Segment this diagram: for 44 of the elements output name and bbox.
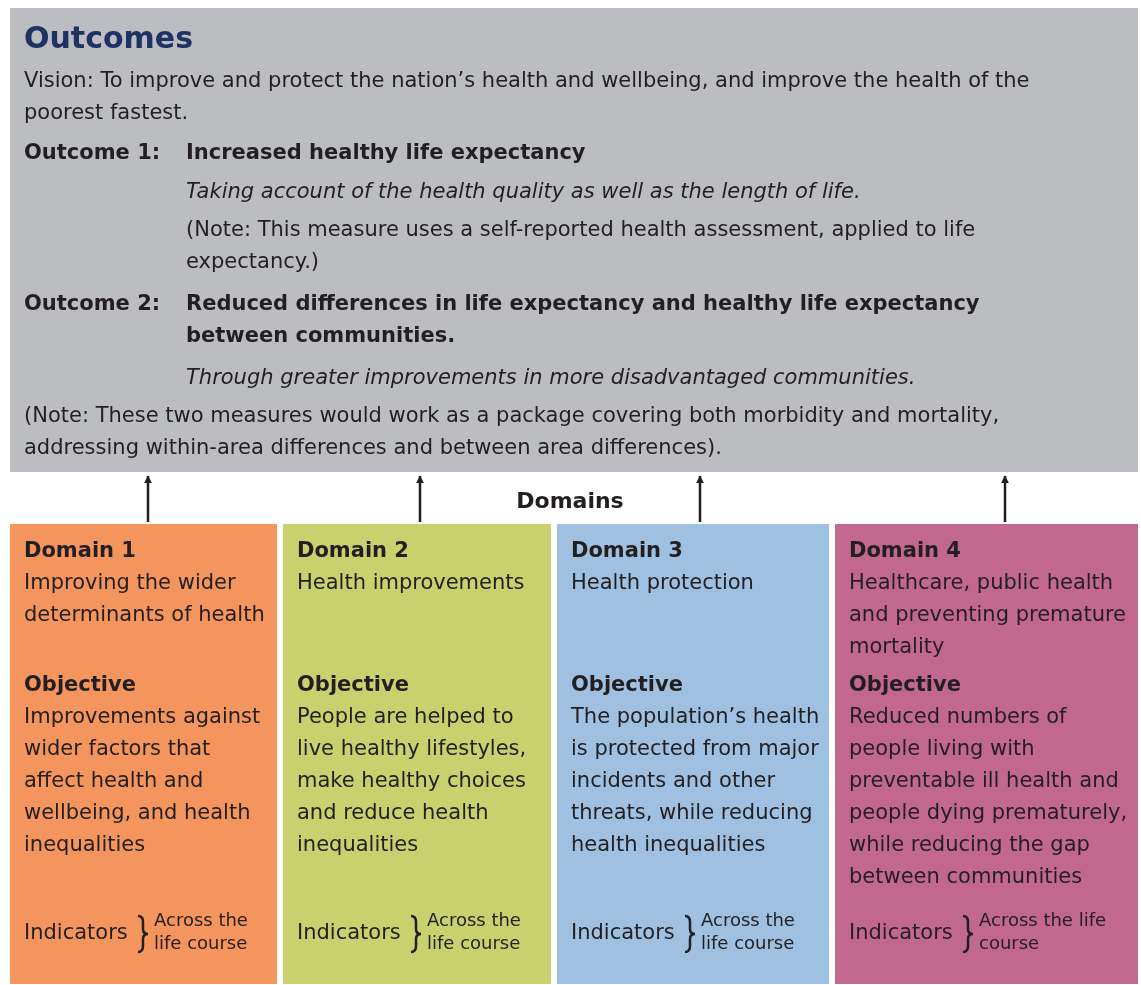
objective-text: People are helped to live healthy lifestyles, make healthy choices and reduce health inequalities <box>297 703 528 858</box>
outcome-description: Taking account of the health quality as well as the length of life. <box>186 178 862 205</box>
indicators-text: Indicators <box>24 919 128 946</box>
objective-heading: Objective <box>24 671 136 698</box>
objective-text: The population’s health is protected from major incidents and other threats, while reducing health inequalities <box>571 703 821 858</box>
arrow <box>144 475 152 522</box>
domain-heading: Domain 1 <box>24 537 136 564</box>
outcome-description: Through greater improvements in more disadvantaged communities. <box>186 364 917 391</box>
objective-heading: Objective <box>571 671 683 698</box>
outcomes-panel <box>10 8 1138 472</box>
section-label: Domains <box>515 487 625 515</box>
domain-card <box>10 524 277 984</box>
domain-heading: Domain 3 <box>571 537 683 564</box>
domain-description: Health protection <box>571 569 754 596</box>
life-course-text: Across the life course <box>427 908 522 954</box>
arrow <box>696 475 704 522</box>
arrow <box>1001 475 1009 522</box>
objective-heading: Objective <box>297 671 409 698</box>
outcome-title: Reduced differences in life expectancy and healthy life expectancy between communities. <box>186 290 981 349</box>
domain-heading: Domain 2 <box>297 537 409 564</box>
vision-text: Vision: To improve and protect the nation’s health and wellbeing, and improve the health of the poorest fastest. <box>24 67 1031 126</box>
outcome-label: Outcome 2: <box>24 290 162 317</box>
domain-card <box>835 524 1138 984</box>
life-course-text: Across the life course <box>154 908 249 954</box>
indicators-text: Indicators <box>297 919 401 946</box>
objective-text: Reduced numbers of people living with preventable ill health and people dying prematurely, while reducing the gap between communities <box>849 703 1129 890</box>
indicators-text: Indicators <box>849 919 953 946</box>
arrow <box>416 475 424 522</box>
heading: Outcomes <box>24 19 195 57</box>
objective-text: Improvements against wider factors that affect health and wellbeing, and health inequalities <box>24 703 262 858</box>
domain-description: Healthcare, public health and preventing premature mortality <box>849 569 1128 660</box>
domain-description: Improving the wider determinants of health <box>24 569 266 628</box>
life-course-text: Across the life course <box>701 908 796 954</box>
indicators-text: Indicators <box>571 919 675 946</box>
domain-card <box>283 524 551 984</box>
domain-card <box>557 524 829 984</box>
domain-description: Health improvements <box>297 569 525 596</box>
outcome-label: Outcome 1: <box>24 139 162 166</box>
note-text: (Note: This measure uses a self-reported health assessment, applied to life expectancy.) <box>186 216 977 275</box>
life-course-text: Across the life course <box>979 908 1108 954</box>
outcome-title: Increased healthy life expectancy <box>186 139 587 166</box>
objective-heading: Objective <box>849 671 961 698</box>
note-text: (Note: These two measures would work as a package covering both morbidity and mortality, addressing within-area differences and between area differences). <box>24 402 1001 461</box>
domain-heading: Domain 4 <box>849 537 961 564</box>
